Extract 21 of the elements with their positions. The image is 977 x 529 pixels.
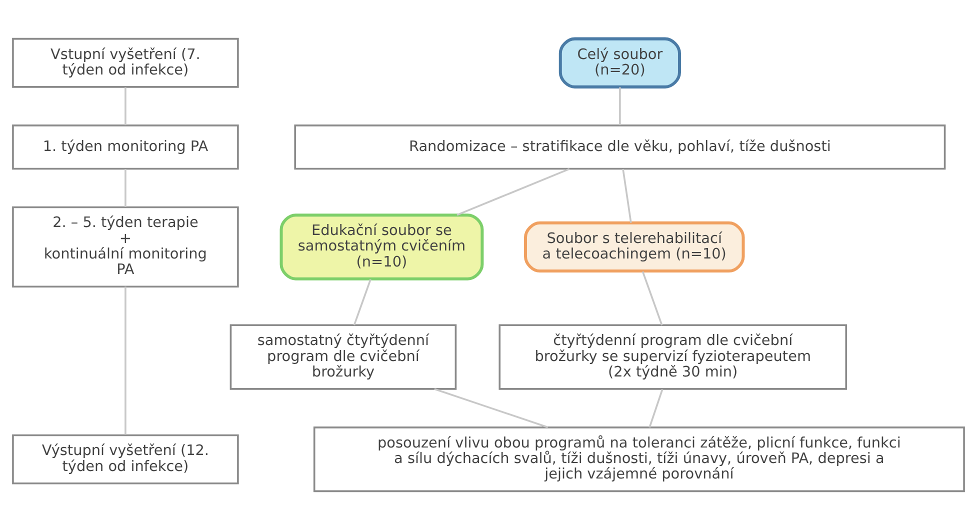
connector — [622, 168, 632, 222]
connector — [124, 86, 126, 125]
node-box: čtyřtýdenní program dle cvičební brožurky se supervizí fyzioterapeutem (2x týdně 30 min) — [498, 324, 848, 390]
node-box: 1. týden monitoring PA — [12, 124, 239, 170]
node-box: Edukační soubor se samostatným cvičením (n=10) — [280, 213, 484, 280]
node-box: 2. – 5. týden terapie + kontinuální monitoring PA — [12, 206, 239, 288]
node-box: Randomizace – stratifikace dle věku, pohlaví, tíže dušnosti — [294, 124, 946, 170]
node-box: samostatný čtyřtýdenní program dle cvičební brožurky — [230, 324, 457, 390]
node-box: Vstupní vyšetření (7. týden od infekce) — [12, 37, 239, 88]
connector — [353, 278, 372, 325]
node-box: posouzení vlivu obou programů na toleranci zátěže, plicní funkce, funkci a sílu dýchacích svalů, tíži dušnosti, tíži únavy, úroveň PA, depresi a jejich vzájemné porovnání — [313, 426, 965, 492]
connector — [619, 86, 621, 125]
node-box: Celý soubor (n=20) — [558, 36, 681, 88]
node-box: Výstupní vyšetření (12. týden od infekce) — [12, 434, 239, 484]
connector — [642, 270, 663, 325]
connector — [124, 168, 126, 206]
connector — [456, 168, 570, 216]
connector — [124, 286, 126, 434]
connector — [434, 388, 548, 428]
connector — [648, 388, 664, 428]
node-box: Soubor s telerehabilitací a telecoachingem (n=10) — [524, 220, 745, 272]
